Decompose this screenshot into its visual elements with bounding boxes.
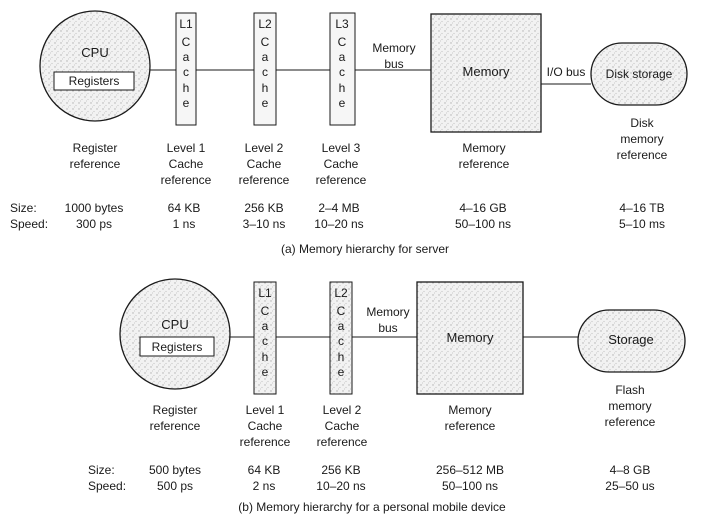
server-cpu-circle — [39, 10, 151, 122]
server-l1-size: 64 KB — [167, 201, 201, 215]
server-l3-size: 2–4 MB — [318, 201, 360, 215]
server-memory-speed: 50–100 ns — [454, 217, 512, 231]
server-l2-speed: 3–10 ns — [242, 217, 286, 231]
mobile-caption: (b) Memory hierarchy for a personal mobi… — [238, 500, 506, 514]
mobile-l1-size: 64 KB — [247, 463, 281, 477]
server-l1-speed: 1 ns — [172, 217, 196, 231]
mobile-register-size: 500 bytes — [148, 463, 202, 477]
server-memory-label: Memory — [462, 64, 510, 79]
mobile-l2-name: L2 — [334, 286, 348, 300]
mobile-register-speed: 500 ps — [156, 479, 194, 493]
mobile-l2-size: 256 KB — [321, 463, 361, 477]
mobile-memory-box — [416, 281, 524, 395]
server-l3-speed: 10–20 ns — [314, 217, 364, 231]
server-cpu-label: CPU — [81, 45, 109, 60]
server-registers-label: Registers — [68, 74, 120, 88]
mobile-storage-speed: 25–50 us — [605, 479, 655, 493]
server-disk-storage-shape — [590, 42, 688, 106]
server-registers-box — [53, 71, 135, 91]
server-speed-label: Speed: — [10, 217, 49, 231]
mobile-l2-speed: 10–20 ns — [316, 479, 366, 493]
server-memory-box — [430, 13, 542, 133]
mobile-cpu-label: CPU — [161, 317, 189, 332]
server-register-size: 1000 bytes — [64, 201, 124, 215]
server-l2-name: L2 — [258, 17, 272, 31]
server-size-label: Size: — [10, 201, 37, 215]
mobile-l2-cache-box — [329, 281, 353, 395]
mobile-registers-box — [139, 336, 215, 357]
mobile-l1-name: L1 — [258, 286, 272, 300]
server-disk-storage-label: Disk storage — [605, 67, 673, 81]
server-register-speed: 300 ps — [75, 217, 113, 231]
mobile-size-label: Size: — [88, 463, 115, 477]
server-memory-size: 4–16 GB — [459, 201, 507, 215]
server-l1-name: L1 — [179, 17, 193, 31]
server-l3-name: L3 — [335, 17, 349, 31]
mobile-storage-shape — [577, 309, 686, 373]
mobile-l1-cache-box — [253, 281, 277, 395]
mobile-memory-size: 256–512 MB — [435, 463, 505, 477]
mobile-memory-label: Memory — [446, 330, 494, 345]
server-l2-size: 256 KB — [244, 201, 284, 215]
server-l2-cache-box — [253, 12, 277, 126]
server-disk-speed: 5–10 ms — [618, 217, 666, 231]
mobile-registers-label: Registers — [151, 340, 203, 354]
server-caption: (a) Memory hierarchy for server — [280, 242, 450, 256]
mobile-memory-speed: 50–100 ns — [441, 479, 499, 493]
mobile-speed-label: Speed: — [88, 479, 127, 493]
server-io-bus-label: I/O bus — [546, 65, 586, 79]
server-l3-cache-box — [329, 12, 356, 126]
server-l1-cache-box — [175, 12, 197, 126]
server-disk-size: 4–16 TB — [619, 201, 665, 215]
mobile-storage-label: Storage — [608, 332, 654, 347]
mobile-cpu-circle — [119, 278, 231, 390]
mobile-storage-size: 4–8 GB — [609, 463, 651, 477]
mobile-l1-speed: 2 ns — [252, 479, 276, 493]
